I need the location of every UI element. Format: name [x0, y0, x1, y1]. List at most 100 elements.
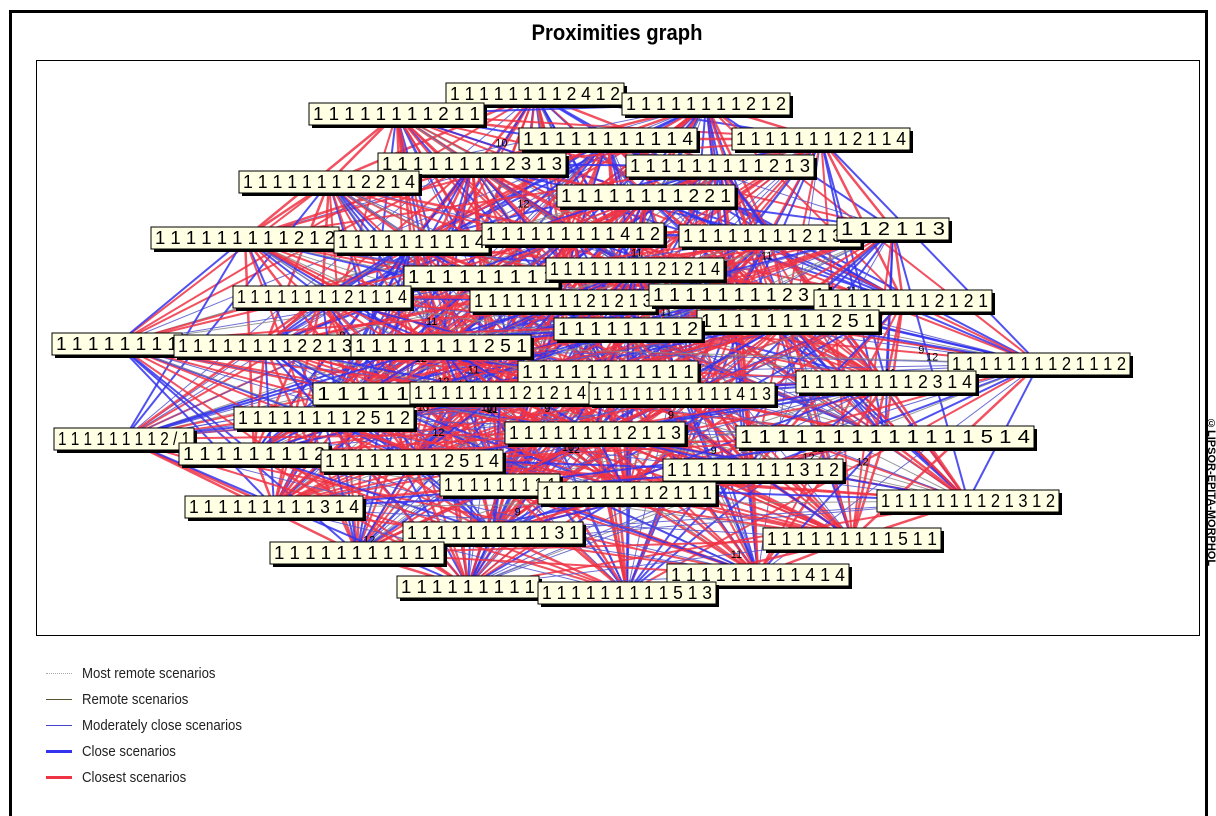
- scenario-node[interactable]: 1 1 1 1 1 1 1 1 1 3 1 2: [662, 458, 846, 484]
- edge-weight-label: 9: [515, 506, 521, 518]
- node-box[interactable]: [625, 154, 815, 178]
- scenario-node[interactable]: 1 1 1 1 1 1 1 1 2 / 1: [53, 427, 197, 453]
- scenario-node[interactable]: 1 1 1 1 1 1 1 1 1: [439, 473, 563, 499]
- scenario-node[interactable]: 1 1 1 1 1 1 1 1 1 5 1 3: [537, 581, 719, 607]
- proximities-graph[interactable]: 1011129101112910111210119121011129101112…: [37, 61, 1199, 635]
- edge-weight-label: 10: [495, 137, 507, 149]
- node-box[interactable]: [308, 102, 485, 126]
- graph-edge: [323, 417, 969, 502]
- node-box[interactable]: [537, 481, 717, 505]
- scenario-node[interactable]: 1 1 1 1 1 1 1 1 2 1 2 1 4: [409, 381, 593, 407]
- node-box[interactable]: [731, 127, 911, 151]
- scenario-node[interactable]: 1 1 1 1 1 1 1 1 2 1 2 1 3: [469, 289, 659, 315]
- scenario-node[interactable]: 1 1 1 1 1 1 1 1 1 1 3 1: [402, 521, 586, 547]
- node-box[interactable]: [518, 127, 698, 151]
- scenario-node[interactable]: 1 1 1 1 1 1 1 1 2 1 1 1 4: [232, 285, 414, 311]
- scenario-node[interactable]: 1 1 1 1 1 1 1 1 2: [178, 442, 332, 468]
- node-box[interactable]: [504, 421, 686, 445]
- scenario-node[interactable]: 1 1 1 1 1 1 1 1 2 1 3 1: [678, 224, 864, 250]
- node-label: 1 1 1 1 1 1 1 1 2 4 1 2: [450, 84, 620, 104]
- scenario-node[interactable]: 1 1 1 1 1 1 1 1 2 2 1 3: [173, 334, 359, 360]
- node-label: 1 1 1 1 1 1 1 1 2 1 2 1: [818, 291, 988, 311]
- scenario-node[interactable]: 1 1 1 1 1 1 1 1 2 1 1 1: [537, 481, 719, 507]
- node-box[interactable]: [320, 449, 504, 473]
- scenario-node[interactable]: 1 1 1 1 1 1 1 1 1 4 1 4: [666, 563, 852, 589]
- scenario-node[interactable]: 1 1 1 1 1 1 1 1 2 2 1 4: [238, 170, 422, 196]
- node-label: 1 1 1 1 1 1 1 1 2 1 3 1: [683, 226, 857, 246]
- node-box[interactable]: [377, 152, 567, 176]
- node-box[interactable]: [813, 289, 993, 313]
- scenario-node[interactable]: 1 1 1 1 1 1 1 1 2 1 1 1 2: [947, 352, 1133, 378]
- node-box[interactable]: [545, 257, 725, 281]
- scenario-node[interactable]: 1 1 1 1 1: [312, 382, 416, 408]
- node-box[interactable]: [947, 352, 1131, 376]
- node-label: 1 1 1 1 1 1 1 1 1 4: [338, 232, 485, 252]
- node-box[interactable]: [836, 217, 950, 241]
- node-box[interactable]: [876, 489, 1060, 513]
- edge-weight-label: 11: [468, 364, 479, 376]
- scenario-node[interactable]: 1 1 1 1 1 1 1 1 1: [396, 575, 542, 601]
- scenario-node[interactable]: 1 1 1 1 1 1 1 1 2: [403, 265, 562, 291]
- scenario-node[interactable]: 1 1 1 1 1 1 1 1 1 1 1: [517, 360, 701, 386]
- scenario-node[interactable]: 1 1 1 1 1 1 1 1 1 2 1 3: [625, 154, 817, 180]
- node-label: 1 1 1 1 1 1 1 1 2 5 1 2: [238, 408, 410, 428]
- scenario-node[interactable]: 1 1 1 1 1 1 1 1 2 1 1 4: [731, 127, 913, 153]
- node-box[interactable]: [556, 184, 736, 208]
- scenario-node[interactable]: 1 1 1 1 1 1 1 1 2 5 1 2: [233, 406, 417, 432]
- nodes-layer[interactable]: 1 1 1 1 1 1 1 1 2 4 1 21 1 1 1 1 1 1 1 2…: [51, 82, 1133, 607]
- scenario-node[interactable]: 1 1 1 1 1 1 1 1 1 1 4: [518, 127, 700, 153]
- legend-item: Moderately close scenarios: [46, 712, 264, 738]
- node-box[interactable]: [762, 527, 942, 551]
- scenario-node[interactable]: 1 1 1 1 1 1 1 1 2 5 1: [696, 309, 882, 335]
- scenario-node[interactable]: 1 1 1 1 1 1 1 1 1 1 1: [269, 541, 447, 567]
- node-box[interactable]: [553, 317, 703, 341]
- graph-edge: [123, 300, 564, 440]
- scenario-node[interactable]: 1 1 1 1 1 1 1 1: [51, 332, 185, 358]
- scenario-node[interactable]: 1 1 1 1 1 1 1 1 1 4: [333, 230, 492, 256]
- node-box[interactable]: [666, 563, 850, 587]
- node-box[interactable]: [233, 406, 415, 430]
- scenario-node[interactable]: 1 1 1 1 1 1 1 1 2 1 1 3: [504, 421, 688, 447]
- node-label: 1 1 1 1 1 1 1 1 2 5 1 4: [325, 451, 499, 471]
- scenario-node[interactable]: 1 1 1 1 1 1 1 1 1 5 1 1: [762, 527, 944, 553]
- scenario-node[interactable]: 1 1 1 1 1 1 1 1 2 4 1 2: [445, 82, 627, 108]
- node-box[interactable]: [481, 222, 665, 246]
- scenario-node[interactable]: 1 1 1 1 1 1 1 1 2 1 1: [308, 102, 487, 128]
- scenario-node[interactable]: 1 1 1 1 1 1 1 1 2 3 1: [648, 283, 832, 309]
- scenario-node[interactable]: 1 1 1 1 1 1 1 1 2 2 1: [556, 184, 738, 210]
- scenario-node[interactable]: 1 1 1 1 1 1 1 1 2 3 1 3: [377, 152, 569, 178]
- scenario-node[interactable]: 1 1 1 1 1 1 1 1 2 1 2 1: [813, 289, 995, 315]
- node-box[interactable]: [795, 370, 977, 394]
- scenario-node[interactable]: 1 1 1 1 1 1 1 1 2 5 1 4: [320, 449, 506, 475]
- scenario-node[interactable]: 1 1 1 1 1 1 1 1 2 5 1: [350, 334, 534, 360]
- node-box[interactable]: [621, 92, 791, 116]
- node-label: 1 1 1 1 1 1 1 1 2 1 2: [626, 94, 786, 114]
- legend-label: Most remote scenarios: [82, 664, 216, 682]
- scenario-node[interactable]: 1 1 1 1 1 1 1 1 1 4 1 2: [481, 222, 667, 248]
- node-box[interactable]: [350, 334, 532, 358]
- scenario-node[interactable]: 1 1 1 1 1 1 1 1 1 1 1 1 1 5 1 4: [735, 425, 1037, 451]
- legend-item: Close scenarios: [46, 738, 264, 764]
- scenario-node[interactable]: 1 1 2 1 1 3: [836, 217, 952, 243]
- scenario-node[interactable]: 1 1 1 1 1 1 1 1 1 2 1 2: [150, 226, 342, 252]
- node-box[interactable]: [537, 581, 717, 605]
- node-box[interactable]: [662, 458, 844, 482]
- node-box[interactable]: [238, 170, 420, 194]
- scenario-node[interactable]: 1 1 1 1 1 1 1 1 2 1 2 1 4: [545, 257, 727, 283]
- node-box[interactable]: [735, 425, 1035, 449]
- scenario-node[interactable]: 1 1 1 1 1 1 1 1 2: [553, 317, 705, 343]
- node-box[interactable]: [53, 427, 195, 451]
- scenario-node[interactable]: 1 1 1 1 1 1 1 1 2 3 1 4: [795, 370, 979, 396]
- node-box[interactable]: [269, 541, 445, 565]
- node-box[interactable]: [588, 382, 776, 406]
- scenario-node[interactable]: 1 1 1 1 1 1 1 1 1 1 1 4 1 3: [588, 382, 778, 408]
- node-box[interactable]: [184, 495, 364, 519]
- graph-plot-area[interactable]: 1011129101112910111210119121011129101112…: [36, 60, 1200, 636]
- node-label: 1 1 1 1 1 1 1 1 1 1 1: [522, 362, 694, 382]
- graph-edge: [594, 432, 853, 540]
- scenario-node[interactable]: 1 1 1 1 1 1 1 1 2 1 3 1 2: [876, 489, 1062, 515]
- scenario-node[interactable]: 1 1 1 1 1 1 1 1 1 3 1 4: [184, 495, 366, 521]
- node-box[interactable]: [232, 285, 412, 309]
- scenario-node[interactable]: 1 1 1 1 1 1 1 1 2 1 2: [621, 92, 793, 118]
- node-box[interactable]: [402, 521, 584, 545]
